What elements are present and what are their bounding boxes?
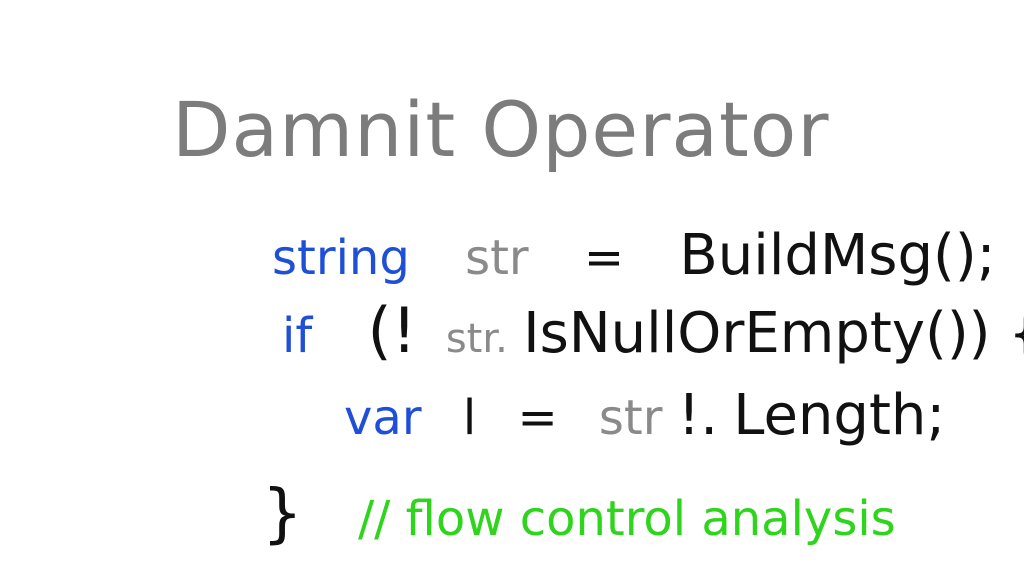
code-line-2: if (! str. IsNullOrEmpty()) { <box>282 300 1024 362</box>
variable-l: l <box>462 390 477 446</box>
identifier-str-2: str <box>598 390 663 446</box>
code-line-1: string str = BuildMsg(); <box>272 228 996 284</box>
code-comment: // flow control analysis <box>357 491 896 547</box>
assignment-operator: = <box>583 230 625 286</box>
length-member: Length; <box>733 383 946 448</box>
close-brace: } <box>262 477 303 551</box>
assignment-operator-2: = <box>517 390 558 446</box>
identifier-str: str <box>465 230 529 286</box>
keyword-if: if <box>282 308 313 364</box>
keyword-string: string <box>272 230 410 286</box>
code-line-3: var l = str !. Length; <box>344 388 945 444</box>
slide-title: Damnit Operator <box>172 85 830 174</box>
is-null-or-empty-call: IsNullOrEmpty()) { <box>523 301 1024 366</box>
identifier-str-dot: str. <box>445 316 508 362</box>
damnit-operator: !. <box>677 383 718 448</box>
keyword-var: var <box>344 390 422 446</box>
build-msg-call: BuildMsg(); <box>679 223 996 288</box>
code-line-4: } // flow control analysis <box>262 482 896 546</box>
open-paren-not: (! <box>367 294 417 367</box>
